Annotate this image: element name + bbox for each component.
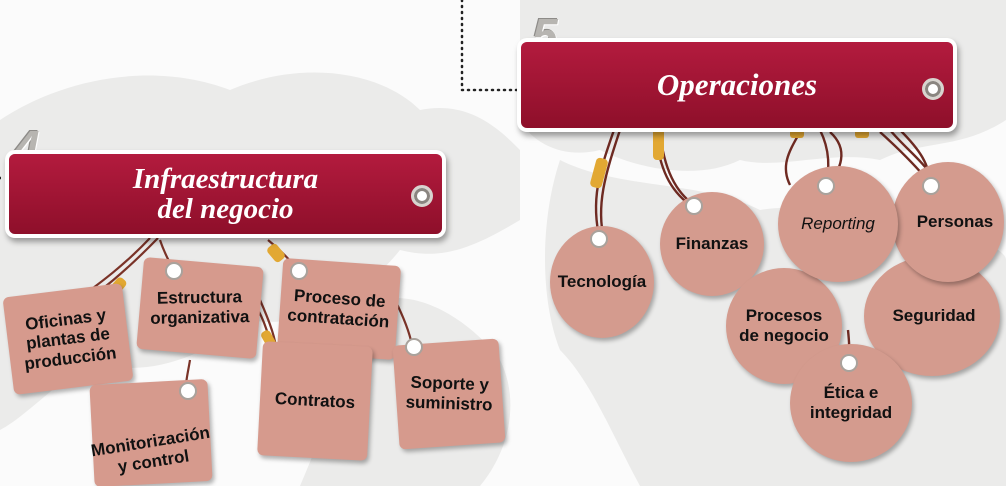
- tag-hole: [405, 338, 423, 356]
- tag-label: Tecnología: [557, 272, 647, 292]
- tag-label: Proceso de contratación: [286, 286, 390, 332]
- tag-label: Monitorización y control: [89, 423, 212, 477]
- tag-hole: [685, 197, 703, 215]
- banner-operaciones: Operaciones: [521, 42, 953, 128]
- clips: [104, 126, 869, 350]
- tag-oficinas: Oficinas y plantas de producción: [2, 283, 134, 395]
- banner-title-5: Operaciones: [656, 66, 818, 102]
- tag-hole: [840, 354, 858, 372]
- tag-reporting: Reporting: [778, 166, 898, 282]
- tag-estructura-organizativa: Estructura organizativa: [136, 256, 264, 360]
- tag-label: Oficinas y plantas de producción: [23, 304, 118, 374]
- dotted-connector: [460, 0, 520, 92]
- tag-label: Ética e integridad: [809, 383, 893, 422]
- tag-label: Contratos: [274, 389, 356, 413]
- tag-label: Seguridad: [892, 306, 976, 326]
- tag-hole: [165, 262, 183, 280]
- tag-hole: [179, 382, 197, 400]
- tag-hole: [922, 177, 940, 195]
- banner-eyelet-5: [922, 78, 944, 100]
- tag-personas: Personas: [892, 162, 1004, 282]
- banner-infraestructura: Infraestructura del negocio: [9, 154, 442, 234]
- tag-label: Reporting: [801, 214, 875, 234]
- banner-title-4: Infraestructura del negocio: [132, 162, 319, 225]
- tag-hole: [590, 230, 608, 248]
- tag-label: Soporte y suministro: [404, 373, 493, 415]
- tag-hole: [817, 177, 835, 195]
- tag-label: Procesos de negocio: [739, 306, 829, 345]
- banner-eyelet-4: [411, 185, 433, 207]
- tag-hole: [290, 262, 308, 280]
- tag-label: Personas: [916, 212, 994, 232]
- tag-label: Finanzas: [675, 234, 749, 254]
- tag-finanzas: Finanzas: [660, 192, 764, 296]
- tag-label: Estructura organizativa: [150, 287, 250, 328]
- tag-contratos: Contratos: [257, 341, 373, 461]
